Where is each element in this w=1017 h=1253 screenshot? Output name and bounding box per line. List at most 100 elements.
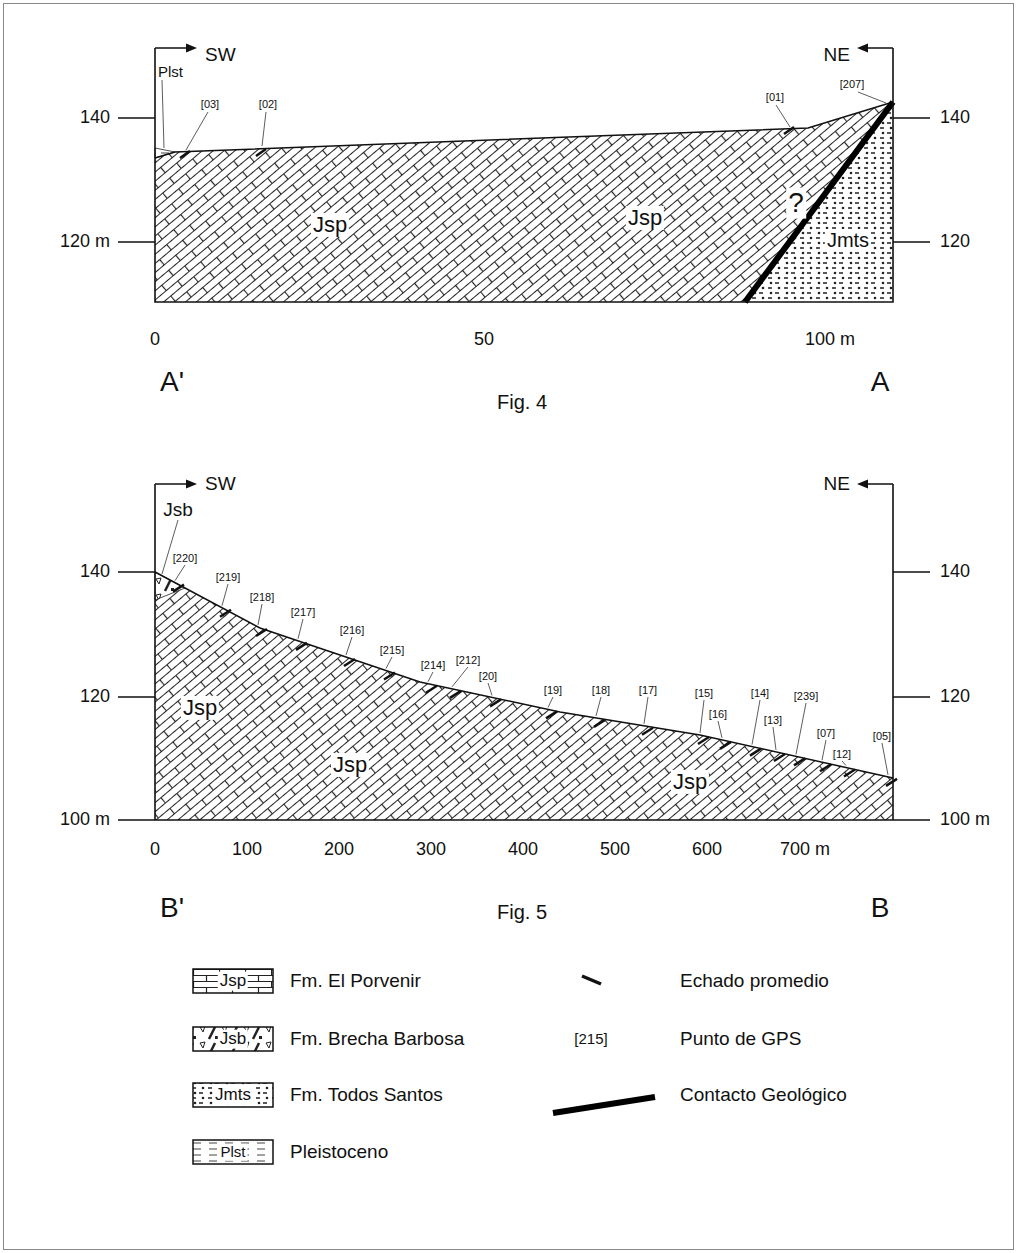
- unit-label: Jsp: [671, 770, 709, 794]
- section-end-label: B': [160, 893, 184, 924]
- dip-mark: [720, 742, 731, 749]
- legend-text: Fm. Brecha Barbosa: [290, 1029, 464, 1050]
- dip-mark: [820, 764, 831, 771]
- direction-label: NE: [824, 45, 850, 66]
- elevation-label: 100 m: [940, 810, 990, 830]
- gps-point-label: [214]: [421, 659, 445, 671]
- legend-swatch-label: Jmts: [213, 1086, 253, 1105]
- elevation-label: 140: [940, 108, 970, 128]
- legend-text: Contacto Geológico: [680, 1085, 847, 1106]
- gps-point-label: [16]: [709, 708, 727, 720]
- direction-label: SW: [205, 474, 236, 495]
- unit-label: Jsp: [331, 753, 369, 777]
- leader-line: [386, 657, 392, 669]
- dip-mark: [844, 770, 855, 777]
- leader-line: [773, 727, 776, 750]
- gps-point-label: [14]: [751, 687, 769, 699]
- leader-line: [796, 703, 806, 754]
- legend-swatch-label: Plst: [218, 1144, 247, 1161]
- elevation-label: 100 m: [60, 810, 110, 830]
- distance-label: 600: [692, 840, 722, 860]
- unit-label: Plst: [158, 64, 183, 81]
- gps-point-label: [17]: [639, 684, 657, 696]
- gps-point-label: [217]: [291, 606, 315, 618]
- legend-text: Echado promedio: [680, 971, 829, 992]
- leader-line: [700, 700, 704, 733]
- elevation-label: 140: [80, 108, 110, 128]
- legend-swatch-label: Jsb: [218, 1030, 248, 1049]
- legend-text: Fm. El Porvenir: [290, 971, 421, 992]
- distance-label: 100: [232, 840, 262, 860]
- leader-line: [842, 761, 846, 766]
- legend-text: Fm. Todos Santos: [290, 1085, 443, 1106]
- gps-point-label: [02]: [259, 98, 277, 110]
- gps-point-label: [239]: [794, 690, 818, 702]
- legend-text: Pleistoceno: [290, 1142, 388, 1163]
- distance-label: 200: [324, 840, 354, 860]
- unit-label: Jsb: [163, 500, 193, 521]
- legend-swatch-label: Jsp: [218, 972, 248, 991]
- leader-line: [882, 743, 888, 775]
- dip-mark: [344, 659, 355, 666]
- elevation-label: 120 m: [60, 232, 110, 252]
- dip-mark: [794, 758, 805, 765]
- elevation-label: 120: [940, 687, 970, 707]
- dip-mark: [450, 691, 461, 698]
- dip-mark: [296, 643, 307, 650]
- distance-label: 50: [474, 330, 494, 350]
- section-end-label: B: [871, 893, 890, 924]
- distance-label: 0: [150, 330, 160, 350]
- distance-label: 700 m: [780, 840, 830, 860]
- distance-label: 500: [600, 840, 630, 860]
- distance-label: 100 m: [805, 330, 855, 350]
- gps-point-label: [219]: [216, 571, 240, 583]
- leader-line: [222, 584, 228, 606]
- direction-label: NE: [824, 474, 850, 495]
- leader-line: [548, 697, 553, 707]
- distance-label: 0: [150, 840, 160, 860]
- gps-point-label: [18]: [592, 684, 610, 696]
- dip-mark: [220, 610, 231, 617]
- dip-mark: [774, 754, 785, 761]
- gps-point-label: [01]: [766, 91, 784, 103]
- dip-mark: [886, 779, 897, 786]
- dip-mark: [698, 737, 709, 744]
- gps-point-label: [215]: [380, 644, 404, 656]
- dip-mark: [546, 711, 557, 718]
- gps-point-label: [15]: [695, 687, 713, 699]
- dip-mark: [426, 686, 437, 693]
- leader-line: [488, 683, 492, 695]
- gps-point-label: [216]: [340, 624, 364, 636]
- elevation-label: 120: [940, 232, 970, 252]
- section-end-label: A: [871, 367, 890, 398]
- gps-point-label: [05]: [873, 730, 891, 742]
- leader-line: [452, 667, 468, 687]
- gps-point-label: [212]: [456, 654, 480, 666]
- figure-caption: Fig. 4: [497, 391, 547, 413]
- distance-label: 300: [416, 840, 446, 860]
- dip-mark: [642, 728, 653, 735]
- leader-line: [718, 721, 722, 738]
- unit-label: Jsp: [311, 213, 349, 237]
- dip-mark: [490, 699, 501, 706]
- legend-sample-label: [215]: [574, 1031, 607, 1048]
- gps-point-label: [13]: [764, 714, 782, 726]
- dip-mark: [750, 749, 761, 756]
- uncertainty-mark: ?: [786, 188, 806, 219]
- leader-line: [822, 740, 826, 760]
- gps-point-label: [12]: [833, 748, 851, 760]
- gps-point-label: [20]: [479, 670, 497, 682]
- elevation-label: 140: [80, 562, 110, 582]
- section-end-label: A': [160, 367, 184, 398]
- gps-point-label: [207]: [840, 78, 864, 90]
- leader-line: [644, 697, 648, 724]
- gps-point-label: [218]: [250, 591, 274, 603]
- dip-mark: [256, 629, 267, 636]
- leader-line: [752, 700, 760, 745]
- figure-caption: Fig. 5: [497, 901, 547, 923]
- gps-point-label: [19]: [544, 684, 562, 696]
- leader-line: [428, 672, 433, 682]
- gps-point-label: [220]: [173, 552, 197, 564]
